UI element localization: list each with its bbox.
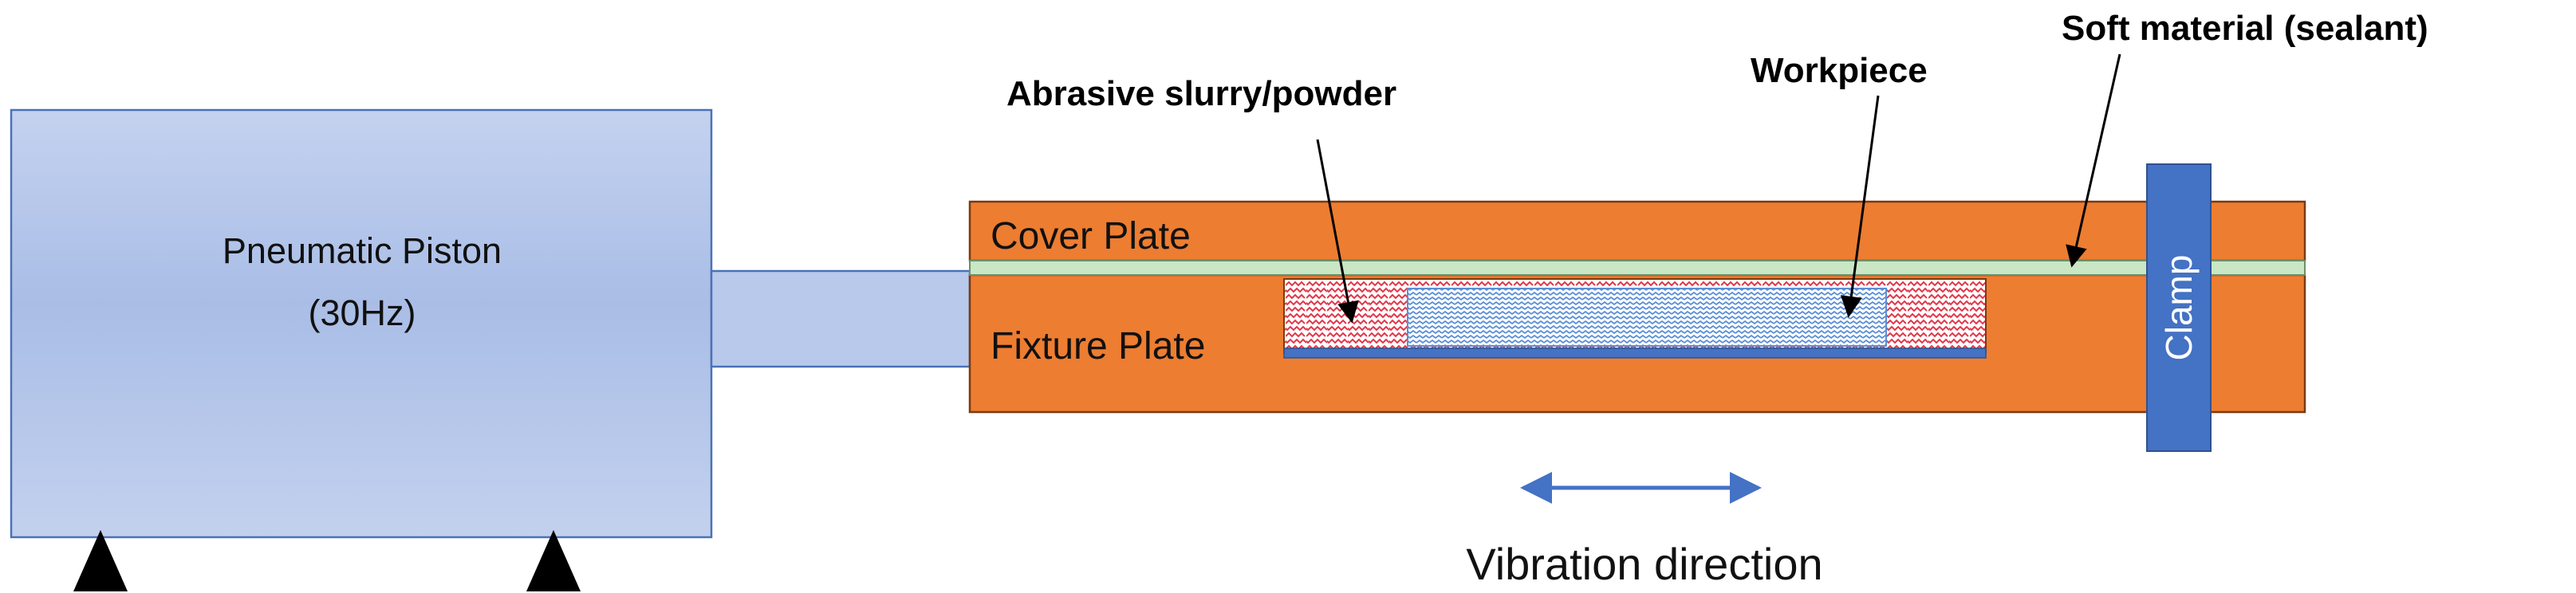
- pneumatic-piston: [10, 108, 713, 539]
- sealant-pointer: [2066, 53, 2121, 268]
- abrasive-pointer: [1316, 139, 1359, 324]
- sealant-layer: [969, 260, 2306, 276]
- workpiece-label: Workpiece: [1751, 51, 1928, 90]
- piston-rod: [710, 269, 971, 368]
- workpiece-pointer: [1840, 95, 1880, 318]
- cover-plate-label: Cover Plate: [991, 215, 1191, 257]
- clamp: [2146, 163, 2212, 452]
- support-triangle-right: [526, 530, 581, 591]
- piston-label-line1: Pneumatic Piston: [223, 230, 502, 271]
- sealant-label: Soft material (sealant): [2062, 9, 2428, 48]
- abrasive-label: Abrasive slurry/powder: [1006, 74, 1396, 113]
- piston-label-line2: (30Hz): [308, 293, 416, 333]
- workpiece: [1407, 288, 1887, 347]
- support-triangle-left: [73, 530, 128, 591]
- fixture-plate-label: Fixture Plate: [991, 325, 1205, 367]
- base-strip: [1283, 348, 1987, 359]
- vibration-label: Vibration direction: [1466, 539, 1822, 589]
- clamp-label: Clamp: [2158, 255, 2200, 361]
